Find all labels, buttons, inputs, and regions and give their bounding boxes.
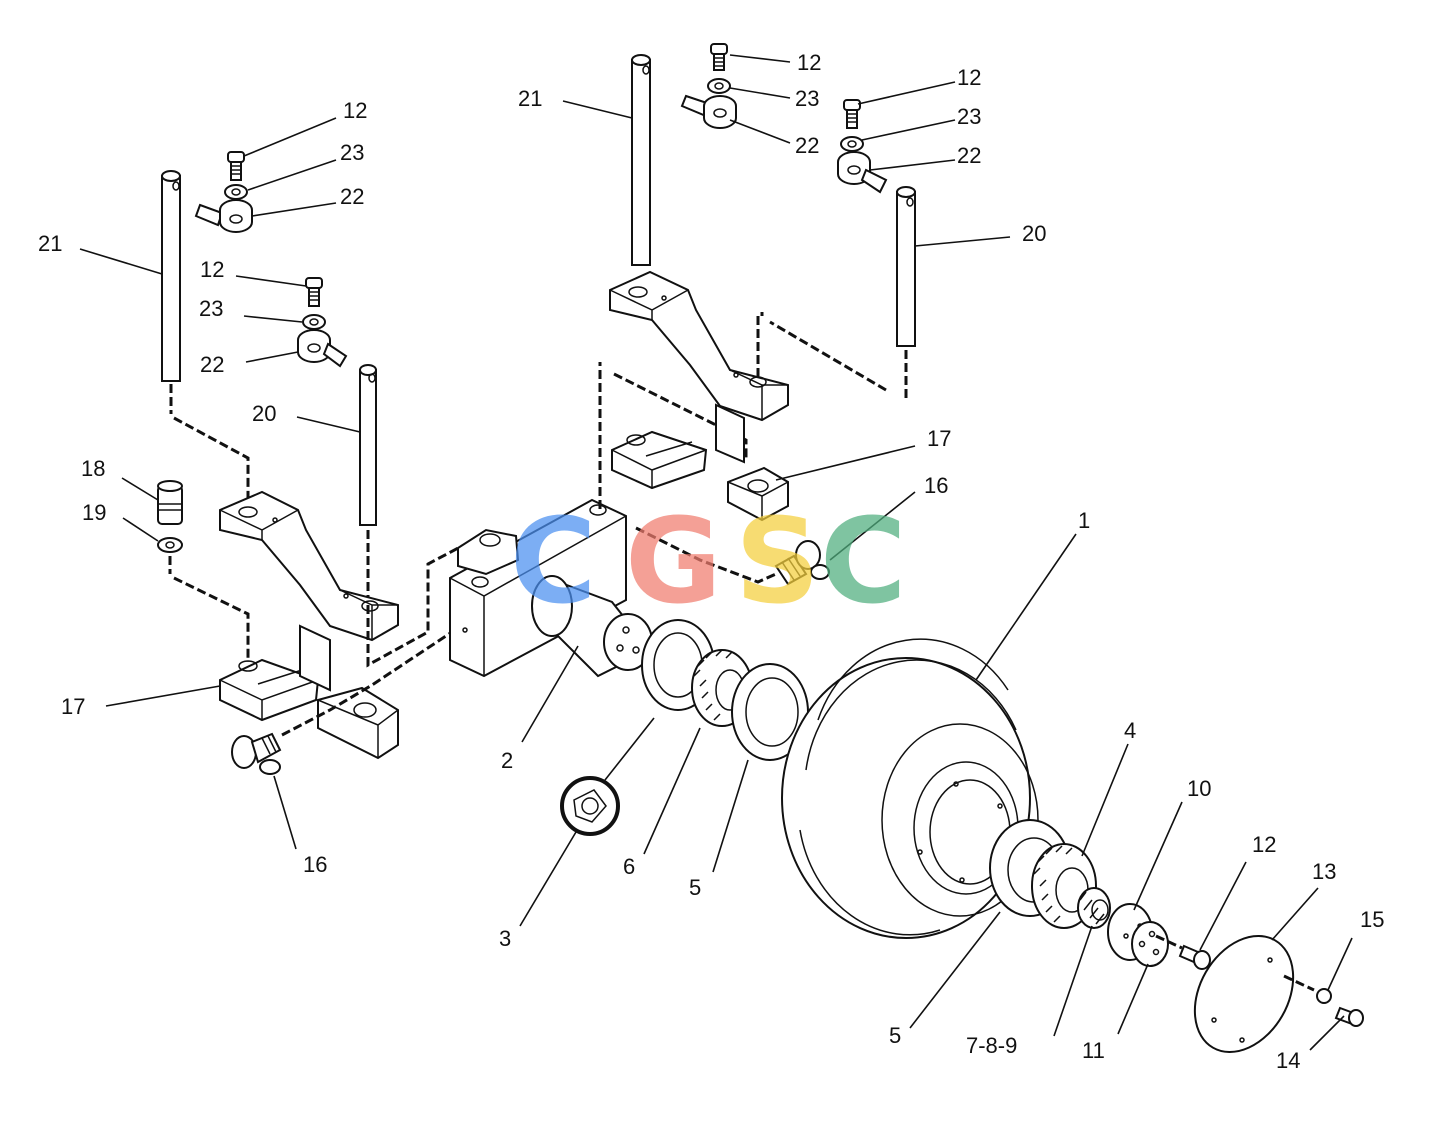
callout-1: 1 [1078,508,1091,533]
callout-23-right: 23 [795,86,820,111]
callout-13: 13 [1312,859,1337,884]
assembly-line-block [366,544,463,668]
callout-22-right: 22 [795,133,820,158]
leader-lines [79,54,1353,1051]
bolt-12-left-mid [305,277,323,307]
bolt-12-left-top [227,151,245,181]
callout-20-left: 20 [252,401,277,426]
callout-19: 19 [82,500,107,525]
callout-22-left-top: 22 [340,184,365,209]
callout-17-left: 17 [61,694,86,719]
callout-4: 4 [1124,718,1137,743]
rod-21-right [631,54,651,266]
shaft-2 [531,575,653,678]
rod-20-right [896,186,916,347]
watermark-letter-s: S [735,492,820,630]
callout-23-left-mid: 23 [199,296,224,321]
callout-12-left-mid: 12 [200,257,225,282]
washer-15 [1316,988,1332,1004]
eye-22-right-b [837,151,888,194]
bolt-14 [1334,1006,1364,1027]
callout-12-right-b: 12 [957,65,982,90]
callout-20-right: 20 [1022,221,1047,246]
callout-16-right: 16 [924,473,949,498]
callout-18: 18 [81,456,106,481]
callout-17-right: 17 [927,426,952,451]
callout-21-left: 21 [38,231,63,256]
callout-23-left-top: 23 [340,140,365,165]
washer-23-left-mid [302,314,326,330]
callout-22-left-mid: 22 [200,352,225,377]
bearing-cup-5-left [731,663,809,761]
callout-15: 15 [1360,907,1385,932]
callout-21-right: 21 [518,86,543,111]
eye-22-left-top [194,199,253,233]
assembly-line-13 [1283,974,1315,992]
watermark-letter-c2: C [820,492,907,630]
callout-2: 2 [501,748,514,773]
washer-23-left-top [224,184,248,200]
watermark-letter-g: G [625,492,722,630]
callout-3: 3 [499,926,512,951]
nut-7-8-9 [1077,887,1111,929]
assembly-line-12-right [1155,934,1183,950]
plate-11 [1131,921,1169,967]
washer-19 [157,537,183,553]
eye-22-right-a [680,94,737,129]
assembly-line-16-left [281,626,459,737]
grease-fitting-16-right [774,540,830,586]
assembly-line-20-right [756,312,908,400]
assembly-line-18 [168,556,250,662]
cover-13 [1193,934,1295,1054]
callout-22-right-b: 22 [957,143,982,168]
bolt-12-right-a [710,43,728,71]
callout-16-left: 16 [303,852,328,877]
callout-14: 14 [1276,1048,1301,1073]
assembly-line-21-left [169,384,250,504]
callout-6: 6 [623,854,636,879]
detail-3 [560,776,620,836]
callout-5-right: 5 [889,1023,902,1048]
eye-22-left-mid [297,329,348,368]
leader-3-up [604,717,655,781]
callout-5-left: 5 [689,875,702,900]
assembly-line-21-right [598,362,748,510]
rod-21-left [161,170,181,382]
callout-12-right-c: 12 [1252,832,1277,857]
bracket-17-left [219,490,399,760]
washer-23-right-b [840,136,864,152]
callout-7-8-9: 7-8-9 [966,1033,1018,1058]
grease-fitting-16-left [231,732,282,775]
bolt-12-right-c [1178,944,1211,970]
callout-12-left-top: 12 [343,98,368,123]
pin-18 [157,480,183,525]
callout-23-right-b: 23 [957,104,982,129]
bolt-12-right-b [843,99,861,129]
bracket-17-right [609,270,789,522]
rod-20-left [359,364,377,526]
assembly-line-16-right [635,526,777,584]
watermark-letter-c1: C [510,492,597,630]
callout-12-right-a: 12 [797,50,822,75]
callout-10: 10 [1187,776,1212,801]
washer-23-right-a [707,78,731,94]
callout-11: 11 [1082,1038,1105,1063]
